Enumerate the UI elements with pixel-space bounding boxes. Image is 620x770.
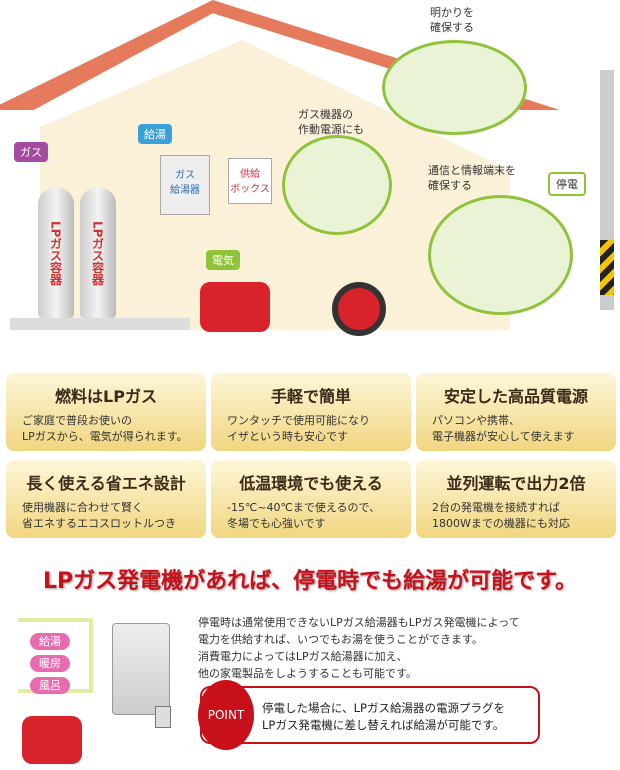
feature-line: 使用機器に合わせて賢く xyxy=(22,501,143,514)
living-room-cloud xyxy=(382,40,527,135)
use-tag: 暖房 xyxy=(30,655,70,672)
feature-line: 冬場でも心強いです xyxy=(227,516,326,530)
point-line: LPガス発電機に差し替えれば給湯が可能です。 xyxy=(262,718,505,733)
supply-box: 供給 ボックス xyxy=(228,158,272,204)
office-cloud xyxy=(428,195,573,315)
feature-line: 2台の発電機を接続すれば xyxy=(432,501,560,514)
tank-base xyxy=(10,318,190,330)
description-line: 停電時は通常使用できないLPガス給湯器もLPガス発電機によって xyxy=(198,616,520,629)
feature-line: -15℃~40℃まで使えるので、 xyxy=(227,501,381,514)
feature-card: 手軽で簡単ワンタッチで使用可能になりイザという時も安心です xyxy=(211,373,411,451)
electric-tag: 電気 xyxy=(206,250,240,270)
pole-stripes xyxy=(600,240,614,295)
feature-line: 1800Wまでの機器にも対応 xyxy=(432,516,570,530)
feature-line: イザという時も安心です xyxy=(227,429,348,443)
feature-line: パソコンや携帯、 xyxy=(432,414,520,427)
feature-card: 安定した高品質電源パソコンや携帯、電子機器が安心して使えます xyxy=(416,373,616,451)
gas-tag: ガス xyxy=(14,142,48,162)
feature-card: 長く使える省エネ設計使用機器に合わせて賢く省エネするエコスロットルつき xyxy=(6,460,206,538)
house-illustration: LPガス容器 LPガス容器 ガス 給湯 ガス 給湯器 供給 ボックス 電気 ガス… xyxy=(0,0,620,365)
feature-title: 安定した高品質電源 xyxy=(443,387,588,406)
use-tag: 風呂 xyxy=(30,677,70,694)
feature-title: 手軽で簡単 xyxy=(270,387,351,406)
generator-icon xyxy=(22,716,82,764)
water-heater-unit xyxy=(112,623,170,715)
feature-title: 燃料はLPガス xyxy=(55,387,157,406)
feature-card: 並列運転で出力2倍 2台の発電機を接続すれば 1800Wまでの機器にも対応 xyxy=(416,460,616,538)
point-text: 停電した場合に、LPガス給湯器の電源プラグを LPガス発電機に差し替えれば給湯が… xyxy=(262,700,505,735)
gas-appliance-note: ガス機器の 作動電源にも xyxy=(298,108,364,136)
feature-line: ご家庭で普段お使いの xyxy=(22,414,132,427)
feature-card: 低温環境でも使える -15℃~40℃まで使えるので、冬場でも心強いです xyxy=(211,460,411,538)
feature-line: 電子機器が安心して使えます xyxy=(432,429,575,443)
feature-line: 省エネするエコスロットルつき xyxy=(22,516,176,530)
kitchen-cloud xyxy=(282,135,392,235)
description-line: 消費電力によってはLPガス給湯器に加え、 xyxy=(198,650,408,664)
generator-icon xyxy=(200,282,270,332)
gas-water-heater: ガス 給湯器 xyxy=(160,155,210,215)
feature-title: 並列運転で出力2倍 xyxy=(446,474,586,493)
hot-water-tag: 給湯 xyxy=(138,124,172,144)
use-tag: 給湯 xyxy=(30,633,70,650)
point-badge: POINT xyxy=(198,680,254,750)
lp-gas-tank: LPガス容器 xyxy=(80,188,116,318)
lp-gas-tank: LPガス容器 xyxy=(38,188,74,318)
headline: LPガス発電機があれば、停電時でも給湯が可能です。 xyxy=(43,569,577,594)
point-line: 停電した場合に、LPガス給湯器の電源プラグを xyxy=(262,701,505,715)
outlet-icon xyxy=(155,706,171,728)
description: 停電時は通常使用できないLPガス給湯器もLPガス発電機によって 電力を供給すれば… xyxy=(198,614,520,682)
feature-line: ワンタッチで使用可能になり xyxy=(227,414,370,427)
feature-card: 燃料はLPガスご家庭で普段お使いの LPガスから、電気が得られます。 xyxy=(6,373,206,451)
outage-tag: 停電 xyxy=(548,172,586,196)
communication-note: 通信と情報端末を 確保する xyxy=(428,164,516,192)
cord-reel-icon xyxy=(332,282,386,336)
description-line: 電力を供給すれば、いつでもお湯を使うことができます。 xyxy=(198,633,483,647)
description-line: 他の家電製品をしようすることも可能です。 xyxy=(198,667,417,681)
feature-title: 低温環境でも使える xyxy=(239,474,383,493)
feature-title: 長く使える省エネ設計 xyxy=(26,474,186,493)
feature-line: LPガスから、電気が得られます。 xyxy=(22,429,188,443)
light-note: 明かりを 確保する xyxy=(430,6,474,34)
